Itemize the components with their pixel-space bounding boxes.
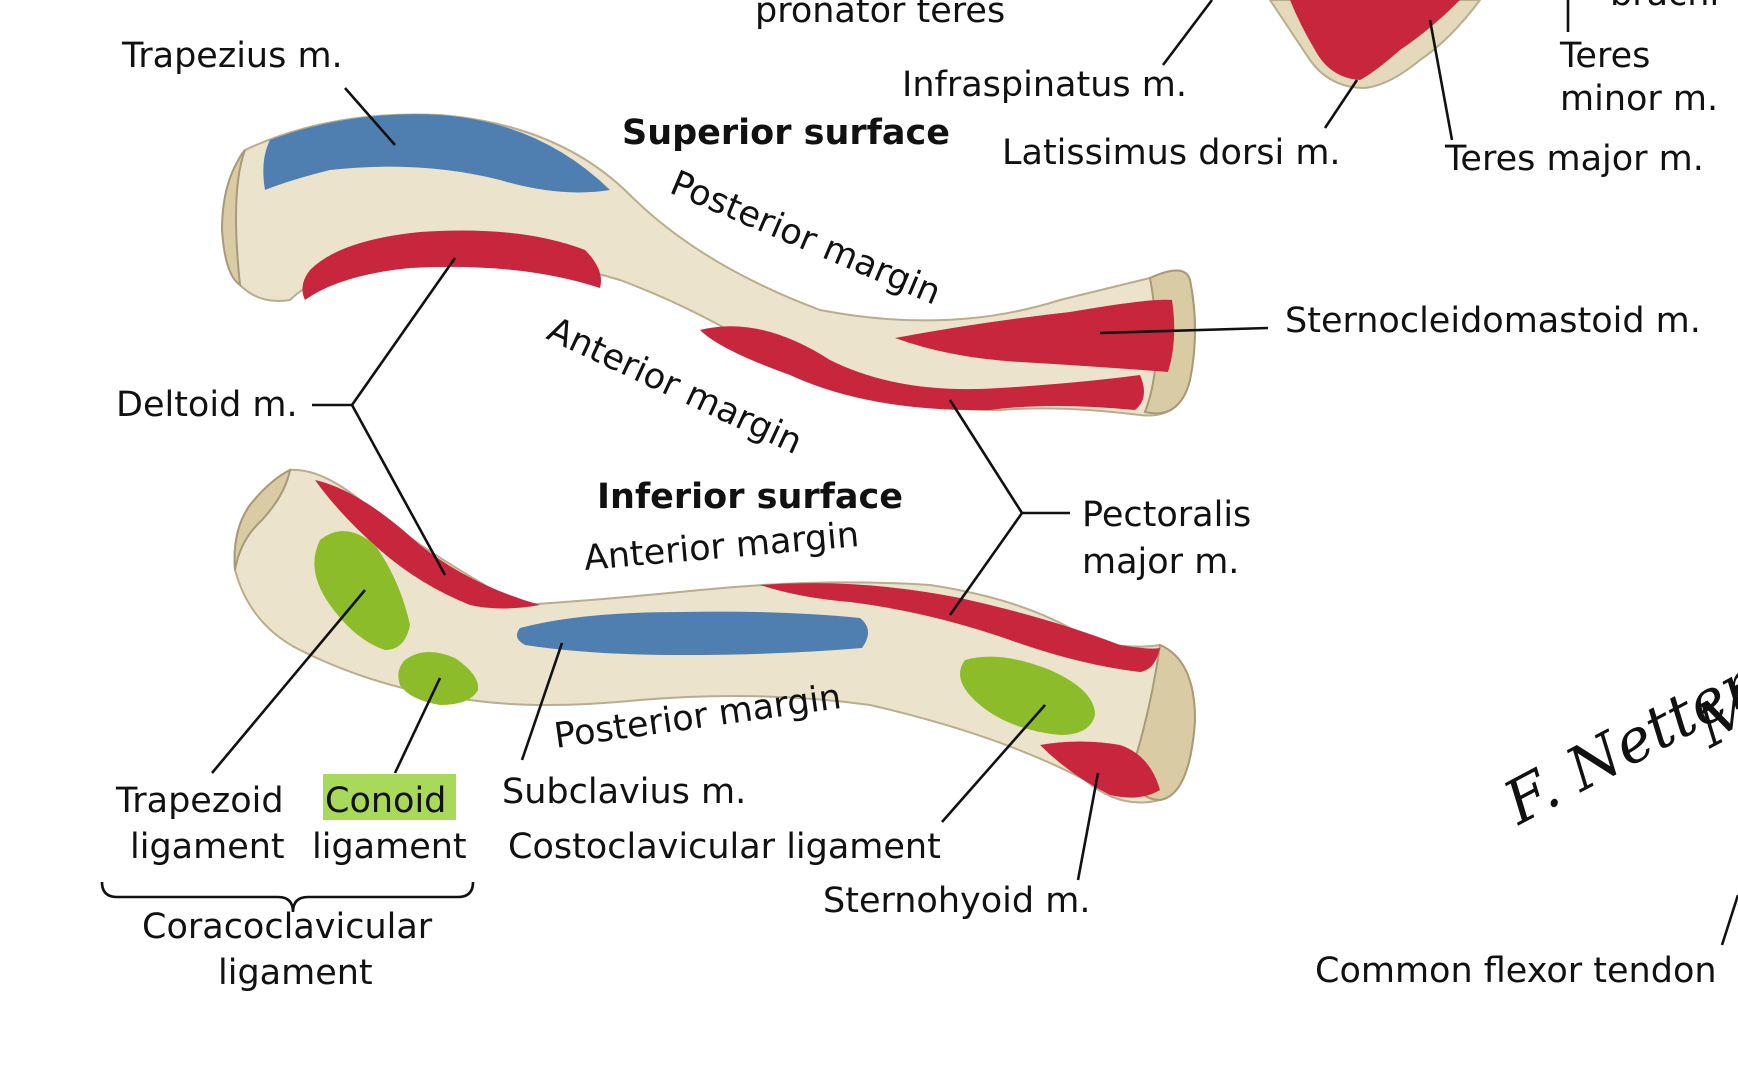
conoid-attachment xyxy=(398,651,479,705)
coracoclavicular-brace xyxy=(100,881,475,913)
heading-inferior-surface: Inferior surface xyxy=(597,477,903,517)
scapula-muscle-red xyxy=(1290,0,1460,80)
subclavius-insertion xyxy=(516,611,869,655)
label-inferior-anterior-margin: Anterior margin xyxy=(582,515,860,579)
label-latissimus-dorsi: Latissimus dorsi m. xyxy=(1002,133,1341,173)
conoid-highlight xyxy=(323,774,456,820)
leader-lines xyxy=(100,0,1738,946)
label-conoid-2: ligament xyxy=(312,827,467,867)
scapula-fragment xyxy=(1268,0,1482,90)
label-pectoralis-1: Pectoralis xyxy=(1082,495,1251,535)
label-common-flexor-tendon: Common flexor tendon xyxy=(1315,951,1717,991)
label-pectoralis-2: major m. xyxy=(1082,542,1239,582)
sternohyoid-origin xyxy=(1040,741,1160,798)
trapezoid-attachment xyxy=(314,531,410,650)
pectoralis-origin-inferior xyxy=(760,583,1160,672)
label-conoid-1: Conoid xyxy=(325,781,446,821)
svg-text:F. Netter: F. Netter xyxy=(1492,648,1738,839)
label-deltoid: Deltoid m. xyxy=(116,385,298,425)
clavicle-inferior xyxy=(233,468,1197,804)
sternocleidomastoid-origin xyxy=(895,299,1175,372)
label-brachi-partial: brachi xyxy=(1610,0,1719,14)
label-sternocleidomastoid: Sternocleidomastoid m. xyxy=(1285,301,1701,341)
label-trapezius: Trapezius m. xyxy=(121,36,343,76)
netter-signature: F. Netter M.D. xyxy=(1492,632,1738,839)
label-trapezoid-2: ligament xyxy=(130,827,285,867)
pectoralis-origin-superior xyxy=(700,326,1144,411)
label-teres-minor-2: minor m. xyxy=(1560,79,1718,119)
label-coracoclavicular-2: ligament xyxy=(218,953,373,993)
heading-superior-surface: Superior surface xyxy=(622,113,950,153)
label-subclavius: Subclavius m. xyxy=(502,772,746,812)
label-pronator-teres: pronator teres xyxy=(755,0,1005,31)
trapezius-insertion xyxy=(263,114,610,193)
label-trapezoid-1: Trapezoid xyxy=(115,781,284,821)
label-teres-minor-1: Teres xyxy=(1559,36,1650,76)
deltoid-origin-superior xyxy=(302,230,601,300)
label-sternohyoid: Sternohyoid m. xyxy=(823,881,1090,921)
label-coracoclavicular-1: Coracoclavicular xyxy=(142,907,433,947)
label-costoclavicular: Costoclavicular ligament xyxy=(508,827,941,867)
deltoid-origin-inferior xyxy=(315,480,540,609)
costoclavicular-attachment xyxy=(960,656,1095,735)
label-infraspinatus: Infraspinatus m. xyxy=(902,65,1187,105)
clavicle-superior xyxy=(220,113,1196,417)
label-teres-major: Teres major m. xyxy=(1444,139,1704,179)
